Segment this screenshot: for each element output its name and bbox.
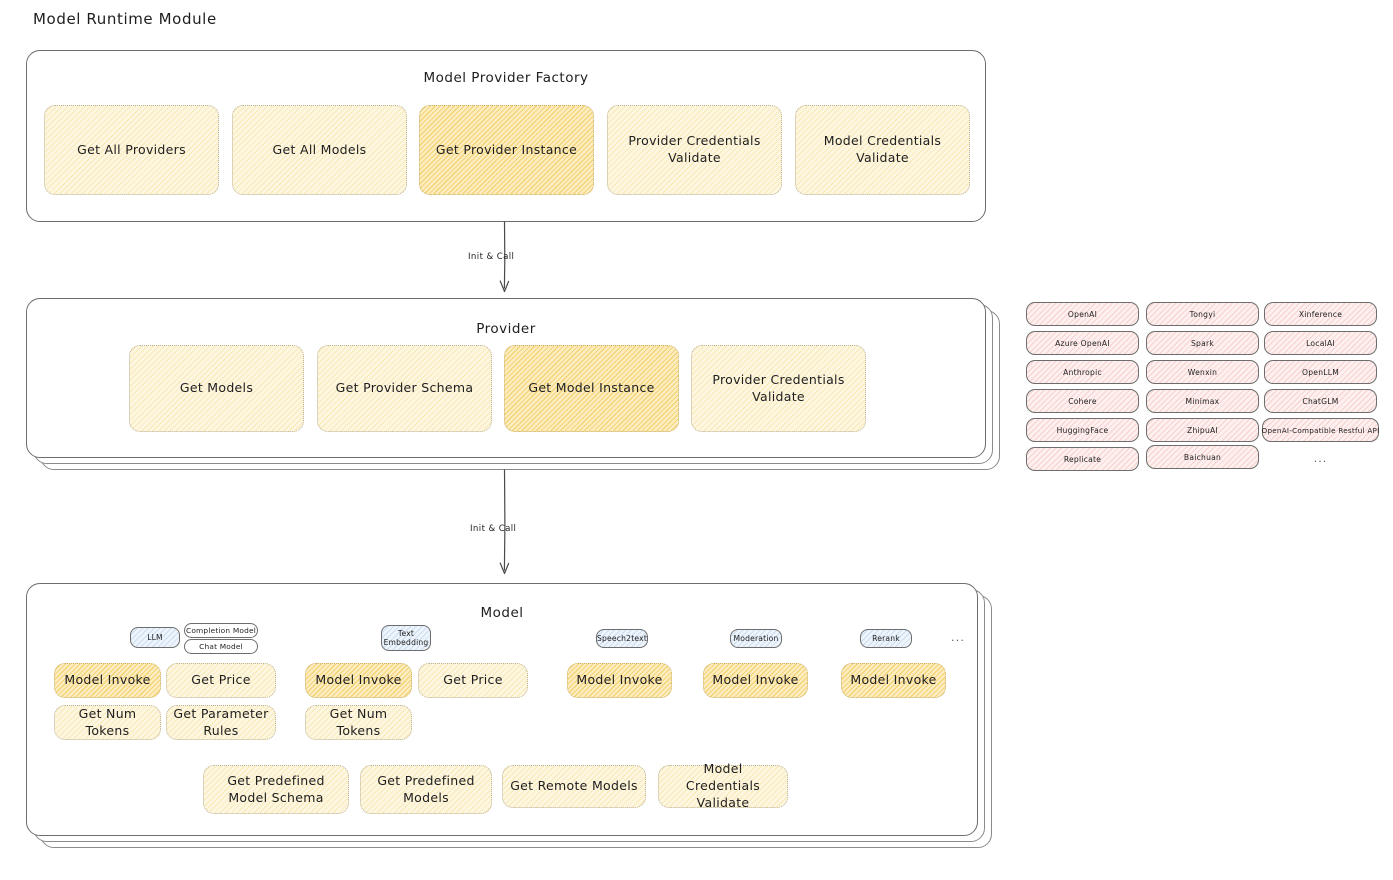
factory-box-model-credentials-validate[interactable]: Model Credentials Validate	[795, 105, 970, 195]
model-provider-factory-title: Model Provider Factory	[423, 70, 589, 86]
provider-box-get-model-instance[interactable]: Get Model Instance	[504, 345, 679, 432]
model-shared-box-get-remote-models[interactable]: Get Remote Models	[502, 765, 646, 808]
provider-pill-anthropic[interactable]: Anthropic	[1026, 360, 1139, 384]
provider-box-get-provider-schema[interactable]: Get Provider Schema	[317, 345, 492, 432]
model-type-tag-llm[interactable]: LLM	[130, 627, 180, 648]
text-embedding-box-get-price[interactable]: Get Price	[418, 663, 528, 698]
page-title: Model Runtime Module	[33, 10, 217, 28]
moderation-box-model-invoke[interactable]: Model Invoke	[703, 663, 808, 698]
arrow-provider-to-model	[499, 469, 510, 575]
factory-box-get-provider-instance[interactable]: Get Provider Instance	[419, 105, 594, 195]
model-subtag-chat-model[interactable]: Chat Model	[184, 639, 258, 654]
llm-box-model-invoke[interactable]: Model Invoke	[54, 663, 161, 698]
llm-box-get-parameter-rules[interactable]: Get Parameter Rules	[166, 705, 276, 740]
provider-box-get-models[interactable]: Get Models	[129, 345, 304, 432]
model-type-tag-moderation[interactable]: Moderation	[730, 629, 782, 648]
provider-pill-cohere[interactable]: Cohere	[1026, 389, 1139, 413]
llm-box-get-num-tokens[interactable]: Get Num Tokens	[54, 705, 161, 740]
provider-title: Provider	[476, 321, 536, 337]
model-shared-box-get-predefined-model-schema[interactable]: Get Predefined Model Schema	[203, 765, 349, 814]
model-subtag-completion-model[interactable]: Completion Model	[184, 623, 258, 638]
factory-box-get-all-models[interactable]: Get All Models	[232, 105, 407, 195]
model-type-tag-text-embedding[interactable]: Text Embedding	[381, 625, 431, 651]
speech2text-box-model-invoke[interactable]: Model Invoke	[567, 663, 672, 698]
provider-pill-openllm[interactable]: OpenLLM	[1264, 360, 1377, 384]
arrow-factory-to-provider-label: Init & Call	[468, 252, 515, 262]
provider-pill-openai[interactable]: OpenAI	[1026, 302, 1139, 326]
arrow-provider-to-model-label: Init & Call	[470, 524, 517, 534]
provider-pill-localai[interactable]: LocalAI	[1264, 331, 1377, 355]
provider-pill-tongyi[interactable]: Tongyi	[1146, 302, 1259, 326]
provider-pill-wenxin[interactable]: Wenxin	[1146, 360, 1259, 384]
provider-pill-baichuan[interactable]: Baichuan	[1146, 445, 1259, 469]
factory-box-get-all-providers[interactable]: Get All Providers	[44, 105, 219, 195]
arrow-factory-to-provider	[499, 221, 510, 293]
model-shared-box-get-predefined-models[interactable]: Get Predefined Models	[360, 765, 492, 814]
provider-box-provider-credentials-validate[interactable]: Provider Credentials Validate	[691, 345, 866, 432]
text-embedding-box-get-num-tokens[interactable]: Get Num Tokens	[305, 705, 412, 740]
model-types-more: ...	[951, 631, 966, 644]
rerank-box-model-invoke[interactable]: Model Invoke	[841, 663, 946, 698]
provider-pill-xinference[interactable]: Xinference	[1264, 302, 1377, 326]
provider-pill-openai-compatible-restful-api[interactable]: OpenAI-Compatible Restful API	[1262, 418, 1379, 442]
provider-pill-zhipuai[interactable]: ZhipuAI	[1146, 418, 1259, 442]
text-embedding-box-model-invoke[interactable]: Model Invoke	[305, 663, 412, 698]
factory-box-provider-credentials-validate[interactable]: Provider Credentials Validate	[607, 105, 782, 195]
model-title: Model	[480, 605, 524, 621]
provider-pill-spark[interactable]: Spark	[1146, 331, 1259, 355]
provider-pill-huggingface[interactable]: HuggingFace	[1026, 418, 1139, 442]
provider-pill-replicate[interactable]: Replicate	[1026, 447, 1139, 471]
provider-list-more: ...	[1313, 452, 1328, 465]
provider-pill-azure-openai[interactable]: Azure OpenAI	[1026, 331, 1139, 355]
model-shared-box-model-credentials-validate[interactable]: Model Credentials Validate	[658, 761, 788, 810]
model-type-tag-rerank[interactable]: Rerank	[860, 629, 912, 648]
provider-pill-minimax[interactable]: Minimax	[1146, 389, 1259, 413]
llm-box-get-price[interactable]: Get Price	[166, 663, 276, 698]
provider-pill-chatglm[interactable]: ChatGLM	[1264, 389, 1377, 413]
model-type-tag-speech2text[interactable]: Speech2text	[596, 629, 648, 648]
